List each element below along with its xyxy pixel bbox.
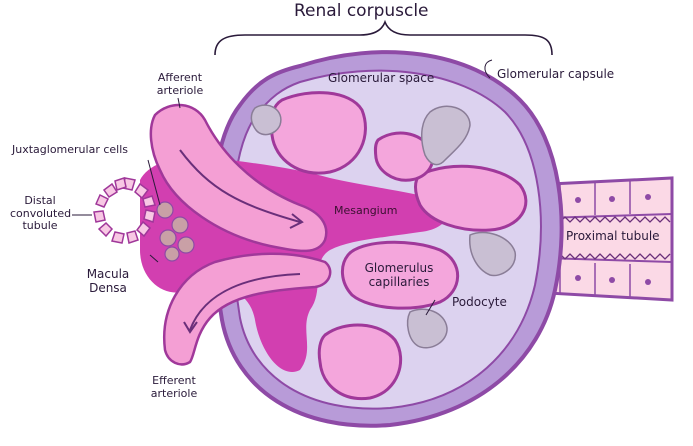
leader-glomerular-capsule	[484, 59, 493, 79]
macula-densa-pointer	[149, 254, 159, 263]
leader-juxtaglomerular	[147, 159, 161, 206]
title: Renal corpuscle	[294, 1, 429, 21]
glomerulus-capillaries	[269, 91, 528, 401]
distal-convoluted-tubule	[93, 177, 156, 244]
afferent-arteriole	[149, 103, 328, 253]
label-efferent-arteriole: Efferent arteriole	[150, 374, 198, 400]
label-glomerular-capsule: Glomerular capsule	[497, 67, 615, 81]
juxtaglomerular-cells	[156, 201, 195, 262]
podocytes	[250, 104, 516, 349]
label-distal-convoluted-tubule: Distal convoluted tubule	[10, 194, 72, 233]
efferent-arteriole	[162, 252, 332, 366]
label-afferent-arteriole: Afferent arteriole	[156, 71, 204, 97]
label-glomerulus-capillaries: Glomerulus capillaries	[364, 261, 434, 289]
renal-corpuscle-brace	[214, 19, 553, 56]
label-macula-densa: Macula Densa	[86, 267, 130, 295]
label-mesangium: Mesangium	[334, 204, 398, 217]
leader-podocyte	[425, 299, 436, 316]
label-glomerular-space: Glomerular space	[328, 71, 435, 85]
label-proximal-tubule: Proximal tubule	[566, 229, 660, 243]
leader-afferent	[177, 97, 181, 109]
label-podocyte: Podocyte	[452, 295, 507, 309]
label-juxtaglomerular-cells: Juxtaglomerular cells	[12, 143, 128, 156]
